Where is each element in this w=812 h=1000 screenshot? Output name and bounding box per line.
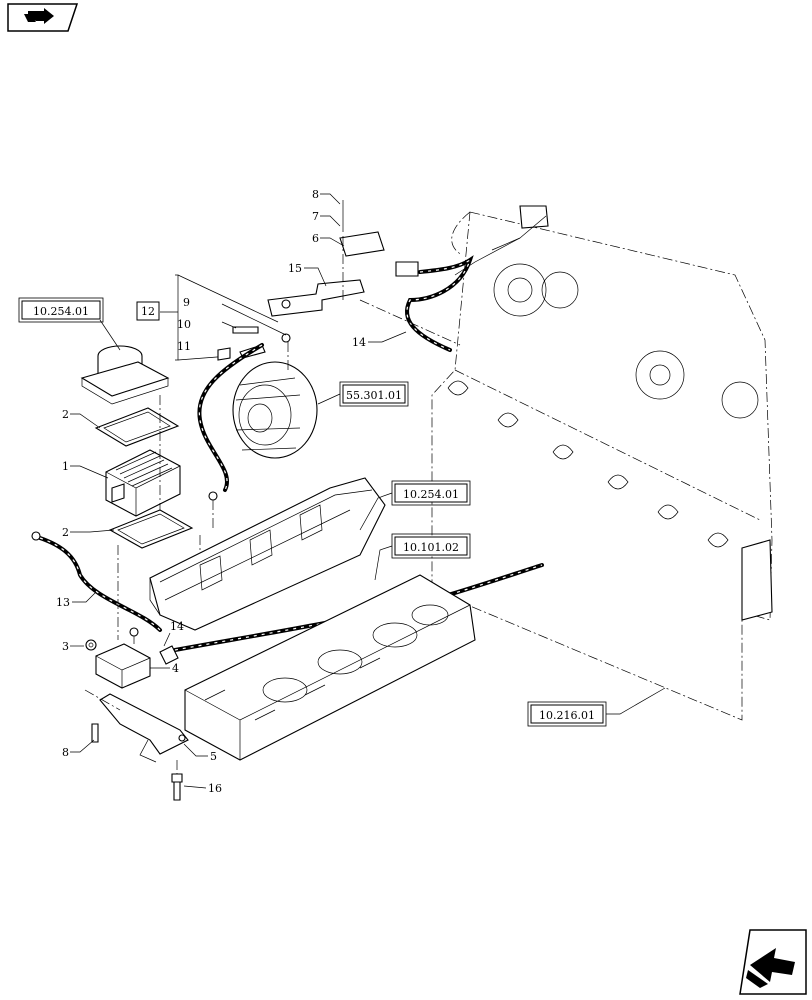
callout-6[interactable]: 6 — [312, 232, 345, 247]
reference-label: 10.254.01 — [33, 305, 89, 318]
callout-10[interactable]: 10 — [177, 318, 191, 331]
reference-label: 10.254.01 — [403, 488, 459, 501]
callout-2-lower[interactable]: 2 — [62, 526, 115, 539]
upper-harness — [395, 205, 549, 352]
callout-2-upper[interactable]: 2 — [62, 408, 101, 429]
reference-box-10-254-01-left[interactable]: 10.254.01 — [18, 297, 104, 323]
callout-label: 10 — [177, 318, 191, 331]
callout-15[interactable]: 15 — [288, 262, 327, 287]
cylinder-head — [184, 574, 476, 761]
gasket-upper — [94, 407, 180, 447]
callout-label: 11 — [177, 340, 191, 353]
reference-label: 10.216.01 — [539, 709, 595, 722]
callout-label: 13 — [56, 596, 70, 609]
reference-label: 10.101.02 — [403, 541, 459, 554]
group-reference-label: 12 — [141, 305, 155, 318]
callout-1[interactable]: 1 — [62, 460, 109, 479]
next-page-button[interactable] — [739, 929, 807, 995]
intake-cover — [80, 345, 170, 405]
bracket-assembly — [267, 200, 461, 346]
bolt-8 — [91, 723, 99, 743]
callout-label: 4 — [172, 662, 179, 675]
reference-box-10-216-01[interactable]: 10.216.01 — [527, 701, 607, 727]
reference-box-55-301-01[interactable]: 55.301.01 — [339, 381, 409, 407]
callout-label: 14 — [170, 620, 184, 633]
callout-14-top[interactable]: 14 — [352, 331, 407, 349]
group-reference-box[interactable]: 12 — [136, 301, 160, 321]
callout-3[interactable]: 3 — [62, 640, 84, 653]
nut — [85, 639, 97, 651]
cam-lobes — [447, 380, 729, 548]
callout-7[interactable]: 7 — [312, 210, 341, 227]
callout-label: 16 — [208, 782, 222, 795]
callout-label: 6 — [312, 232, 319, 245]
reference-box-10-254-01-right[interactable]: 10.254.01 — [391, 480, 471, 506]
alternator — [232, 342, 318, 459]
callout-4[interactable]: 4 — [150, 662, 179, 675]
callout-13[interactable]: 13 — [56, 591, 97, 609]
callout-11[interactable]: 11 — [177, 340, 191, 353]
callout-label: 2 — [62, 408, 69, 421]
callout-label: 7 — [312, 210, 319, 223]
callout-16[interactable]: 16 — [183, 782, 222, 795]
callout-8-top[interactable]: 8 — [312, 188, 341, 205]
callout-8-bottom[interactable]: 8 — [62, 739, 95, 759]
callout-label: 9 — [183, 296, 190, 309]
callout-label: 3 — [62, 640, 69, 653]
heater-module — [105, 449, 181, 517]
callout-label: 15 — [288, 262, 302, 275]
arrow-back-icon — [24, 8, 54, 24]
callout-9[interactable]: 9 — [183, 296, 190, 309]
callout-5[interactable]: 5 — [183, 743, 217, 763]
callout-label: 8 — [62, 746, 69, 759]
callout-label: 5 — [210, 750, 217, 763]
relay — [95, 627, 179, 689]
cable-13 — [31, 343, 264, 632]
reference-box-10-101-02[interactable]: 10.101.02 — [391, 533, 471, 559]
mounting-bracket — [84, 689, 189, 763]
gasket-lower — [108, 509, 194, 549]
callout-label: 2 — [62, 526, 69, 539]
callout-14-bottom[interactable]: 14 — [163, 620, 184, 647]
callout-label: 8 — [312, 188, 319, 201]
callout-label: 1 — [62, 460, 69, 473]
bolt-16 — [171, 760, 183, 801]
previous-page-button[interactable] — [7, 3, 79, 32]
callout-label: 14 — [352, 336, 366, 349]
valve-cover — [149, 477, 386, 631]
reference-label: 55.301.01 — [346, 389, 402, 402]
arrow-forward-icon — [746, 948, 795, 988]
engine-block-side-panel — [431, 211, 773, 721]
